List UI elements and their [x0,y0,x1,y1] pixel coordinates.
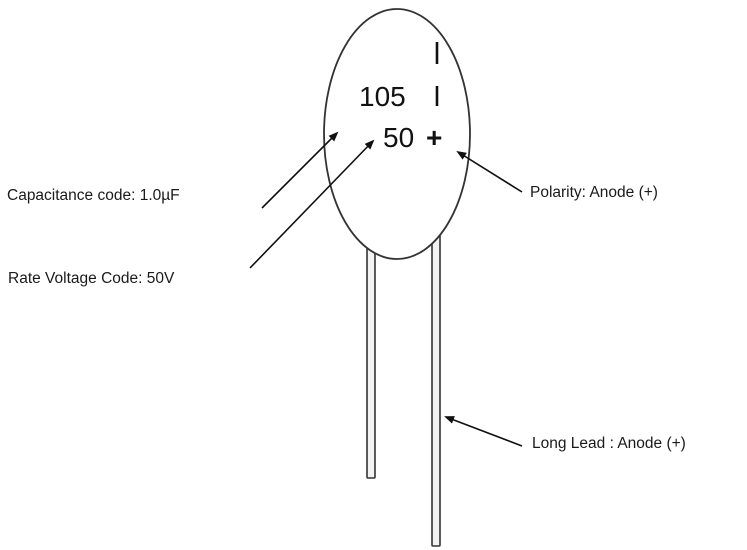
polarity-plus-symbol: + [426,122,442,153]
voltage-arrow [249,139,375,269]
capacitor-leads [366,229,441,547]
polarity-label: Polarity: Anode (+) [530,184,658,201]
long-lead-label: Long Lead : Anode (+) [532,435,686,452]
voltage-label: Rate Voltage Code: 50V [8,270,175,287]
capacitance-label: Capacitance code: 1.0µF [7,187,180,204]
short-lead [366,229,376,479]
capacitor-body [323,8,471,260]
voltage-marking: 50 [383,122,414,153]
long-lead-arrow [444,416,523,447]
polarity-arrow [456,150,523,193]
capacitance-arrow [261,131,339,209]
capacitance-marking: 105 [359,81,406,112]
pointer-arrows [249,131,523,447]
long-lead [431,229,441,547]
